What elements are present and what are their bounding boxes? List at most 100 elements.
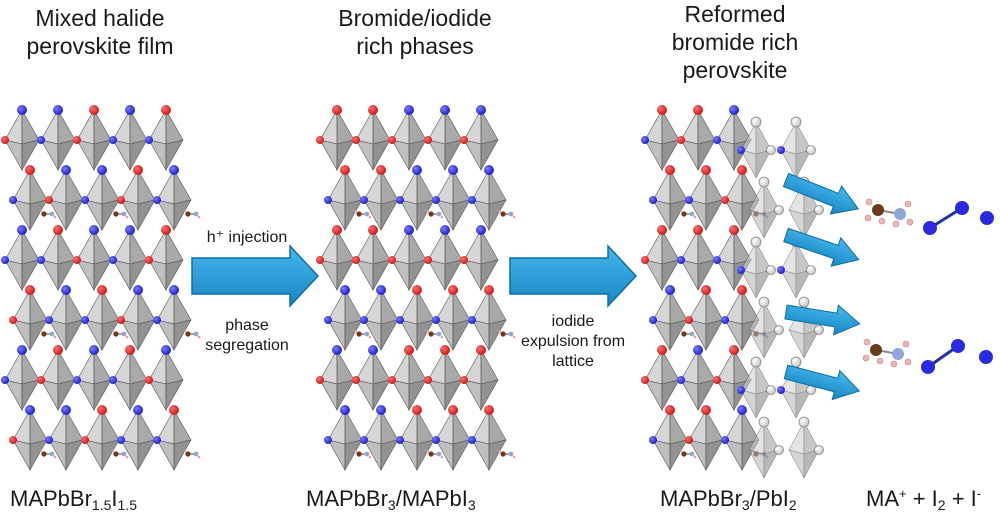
iodide-atom <box>641 376 649 384</box>
octahedron <box>12 288 48 352</box>
octahedron-face <box>669 319 688 352</box>
bromide-atom <box>376 405 386 415</box>
iodide-atom <box>484 285 494 295</box>
octahedron-face <box>165 379 184 412</box>
carbon-atom <box>41 211 47 217</box>
right-arrow-icon <box>191 244 320 308</box>
vacancy-atom <box>758 176 770 188</box>
hydrogen-atom <box>512 335 516 339</box>
vacancy-atom <box>814 445 824 455</box>
carbon-atom <box>681 331 687 337</box>
bromide-atom <box>448 165 458 175</box>
iodide-atom <box>161 225 171 235</box>
lattice <box>316 105 516 472</box>
title-line: Mixed halide <box>35 5 165 31</box>
octahedron-face <box>21 139 40 172</box>
iodide-atom <box>37 376 45 384</box>
octahedron-face <box>57 259 76 292</box>
pbi2-octahedron <box>740 361 772 419</box>
octahedron <box>740 121 772 179</box>
formula-part: I <box>111 486 118 511</box>
bromide-atom <box>45 316 53 324</box>
iodide-atom <box>73 256 81 264</box>
octahedron <box>12 168 48 232</box>
octahedron-face <box>372 139 391 172</box>
bromide-atom <box>53 105 63 115</box>
octahedron <box>76 348 112 412</box>
iodide-atom <box>25 285 35 295</box>
formula-part: + I <box>906 486 938 511</box>
vacancy-atom <box>806 265 816 275</box>
octahedron <box>652 168 688 232</box>
iodine-molecule-icon <box>923 201 969 235</box>
hydrogen-atom <box>39 209 43 213</box>
formula-part: MAPbBr <box>10 486 92 511</box>
formula-sub: 1.5 <box>117 497 137 513</box>
carbon-atom <box>113 211 119 217</box>
octahedron-face <box>380 199 399 232</box>
bromide-atom <box>777 146 785 154</box>
formula-expelled-species: MA+ + I2 + I- <box>866 486 981 513</box>
vacancy-atom <box>750 356 762 368</box>
iodide-atom <box>484 405 494 415</box>
octahedron-face <box>137 439 156 472</box>
iodide-atom <box>701 165 711 175</box>
iodide-atom <box>97 285 107 295</box>
octahedron-face <box>372 259 391 292</box>
carbon-atom <box>113 331 119 337</box>
bromide-atom <box>73 376 81 384</box>
hydrogen-atom <box>354 329 358 333</box>
bromide-atom <box>404 105 414 115</box>
nitrogen-atom <box>436 451 442 457</box>
bromide-atom <box>360 196 368 204</box>
carbon-atom <box>428 451 434 457</box>
octahedron-face <box>65 319 84 352</box>
iodide-atom <box>332 225 342 235</box>
octahedron-face <box>488 199 507 232</box>
octahedron-face <box>408 259 427 292</box>
octahedron-face <box>416 439 435 472</box>
formula-sup: - <box>976 486 982 501</box>
iodide-atom <box>448 285 458 295</box>
bromide-atom <box>737 146 745 154</box>
vacancy-atom <box>750 236 762 248</box>
bromide-atom <box>97 165 107 175</box>
octahedron-face <box>444 379 463 412</box>
pbi2-octahedron <box>788 421 820 479</box>
iodide-ion-icon <box>980 211 994 225</box>
bromide-atom <box>777 386 785 394</box>
octahedron <box>319 108 355 172</box>
formula-mixed-halide: MAPbBr1.5I1.5 <box>10 486 137 513</box>
bromide-atom <box>37 256 45 264</box>
hydrogen-atom <box>426 209 430 213</box>
octahedron-face <box>452 319 471 352</box>
bromide-atom <box>332 345 342 355</box>
hydrogen-atom <box>183 449 187 453</box>
iodide-atom <box>145 256 153 264</box>
octahedron-face <box>29 319 48 352</box>
octahedron <box>319 228 355 292</box>
octahedron <box>112 348 148 412</box>
iodide-ion-icon <box>979 350 993 364</box>
octahedron <box>788 421 820 479</box>
label-line: phase <box>225 317 269 334</box>
bromide-atom <box>1 256 9 264</box>
carbon-atom <box>500 331 506 337</box>
octahedron-face <box>755 149 772 179</box>
octahedron <box>740 361 772 419</box>
iodine-molecule-icon <box>921 339 965 374</box>
octahedron <box>156 168 192 232</box>
vacancy-atom <box>790 116 802 128</box>
nitrogen-atom <box>121 211 127 217</box>
iodide-atom <box>404 345 414 355</box>
octahedron <box>463 108 499 172</box>
octahedron <box>148 348 184 412</box>
octahedron-face <box>129 379 148 412</box>
bromide-atom <box>368 345 378 355</box>
carbon-atom <box>41 331 47 337</box>
bromide-atom <box>693 345 703 355</box>
iodide-atom <box>9 436 17 444</box>
carbon-atom <box>681 211 687 217</box>
bromide-atom <box>721 316 729 324</box>
